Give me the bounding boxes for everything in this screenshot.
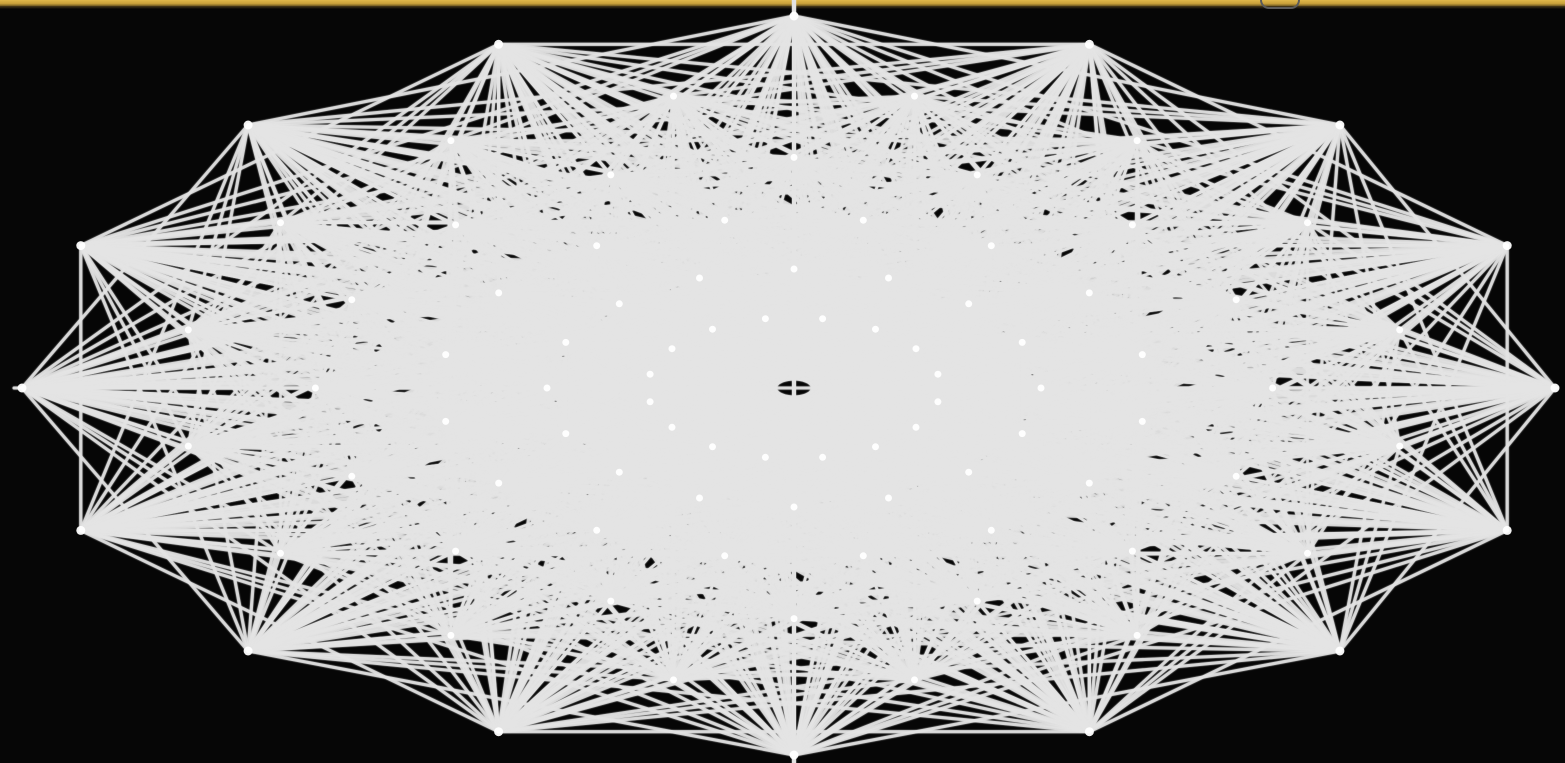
- graph-vertex: [872, 326, 879, 333]
- graph-vertex: [1129, 221, 1136, 228]
- graph-vertex: [244, 647, 253, 656]
- graph-vertex: [1335, 121, 1344, 130]
- graph-vertex: [1233, 473, 1240, 480]
- graph-vertex: [495, 289, 502, 296]
- graph-vertex: [607, 171, 614, 178]
- graph-vertex: [670, 93, 677, 100]
- graph-vertex: [790, 751, 799, 760]
- graph-vertex: [244, 121, 253, 130]
- graph-vertex: [277, 550, 284, 557]
- graph-vertex: [791, 266, 798, 273]
- graph-vertex: [974, 171, 981, 178]
- graph-vertex: [791, 154, 798, 161]
- graph-vertex: [647, 398, 654, 405]
- graph-vertex: [1019, 430, 1026, 437]
- graph-vertex: [965, 469, 972, 476]
- graph-vertex: [562, 339, 569, 346]
- graph-vertex: [76, 526, 85, 535]
- graph-vertex: [452, 221, 459, 228]
- graph-vertex: [965, 300, 972, 307]
- graph-vertex: [791, 504, 798, 511]
- graph-vertex: [709, 443, 716, 450]
- graph-vertex: [1139, 418, 1146, 425]
- graph-vertex: [1551, 384, 1560, 393]
- graph-vertex: [442, 351, 449, 358]
- graph-vertex: [988, 242, 995, 249]
- graph-vertex: [1396, 326, 1403, 333]
- graph-vertex: [1134, 632, 1141, 639]
- graph-vertex: [544, 385, 551, 392]
- graph-vertex: [988, 527, 995, 534]
- graph-vertex: [495, 480, 502, 487]
- graph-vertex: [1269, 385, 1276, 392]
- graph-vertex: [819, 454, 826, 461]
- graph-vertex: [860, 217, 867, 224]
- graph-vertex: [934, 371, 941, 378]
- graph-vertex: [494, 727, 503, 736]
- graph-vertex: [1086, 480, 1093, 487]
- graph-vertex: [562, 430, 569, 437]
- graph-vertex: [1335, 647, 1344, 656]
- graph-vertex: [1085, 40, 1094, 49]
- graph-vertex: [913, 345, 920, 352]
- graph-vertex: [1396, 443, 1403, 450]
- graph-vertex: [1139, 351, 1146, 358]
- graph-vertex: [1038, 385, 1045, 392]
- graph-vertex: [18, 384, 27, 393]
- graph-vertex: [696, 495, 703, 502]
- graph-vertex: [1129, 548, 1136, 555]
- graph-vertex: [452, 548, 459, 555]
- graph-vertex: [447, 137, 454, 144]
- graph-vertex: [76, 241, 85, 250]
- graph-vertex: [669, 345, 676, 352]
- graph-vertex: [442, 418, 449, 425]
- graph-vertex: [494, 40, 503, 49]
- graph-vertex: [277, 219, 284, 226]
- graph-vertex: [762, 454, 769, 461]
- graph-vertex: [1086, 289, 1093, 296]
- graph-vertex: [616, 469, 623, 476]
- graph-vertex: [885, 275, 892, 282]
- graph-vertex: [185, 443, 192, 450]
- graph-vertex: [791, 615, 798, 622]
- graph-vertex: [348, 473, 355, 480]
- graph-vertex: [934, 398, 941, 405]
- graph-vertex: [593, 242, 600, 249]
- graph-vertex: [1304, 550, 1311, 557]
- graph-vertex: [885, 495, 892, 502]
- graph-vertex: [696, 275, 703, 282]
- graph-vertex: [1134, 137, 1141, 144]
- graph-vertex: [790, 12, 799, 21]
- graph-vertex: [348, 296, 355, 303]
- graph-vertex: [1233, 296, 1240, 303]
- graph-vertex: [312, 385, 319, 392]
- graph-vertex: [819, 315, 826, 322]
- graph-vertex: [185, 326, 192, 333]
- graph-vertex: [911, 93, 918, 100]
- graph-vertex: [1304, 219, 1311, 226]
- graph-vertex: [974, 598, 981, 605]
- graph-vertex: [1085, 727, 1094, 736]
- graph-vertex: [911, 676, 918, 683]
- graph-vertex: [607, 598, 614, 605]
- graph-vertex: [721, 217, 728, 224]
- graph-vertex: [647, 371, 654, 378]
- graph-vertex: [669, 424, 676, 431]
- graph-vertex: [872, 443, 879, 450]
- graph-vertex: [593, 527, 600, 534]
- graph-vertex: [1019, 339, 1026, 346]
- graph-vertex: [670, 676, 677, 683]
- graph-vertex: [709, 326, 716, 333]
- graph-vertex: [1503, 526, 1512, 535]
- graph-vertex: [447, 632, 454, 639]
- graph-vertex: [913, 424, 920, 431]
- graph-vertex: [762, 315, 769, 322]
- graph-vertex: [1503, 241, 1512, 250]
- graph-vertex: [860, 552, 867, 559]
- graph-vertex: [721, 552, 728, 559]
- graph-vertex: [616, 300, 623, 307]
